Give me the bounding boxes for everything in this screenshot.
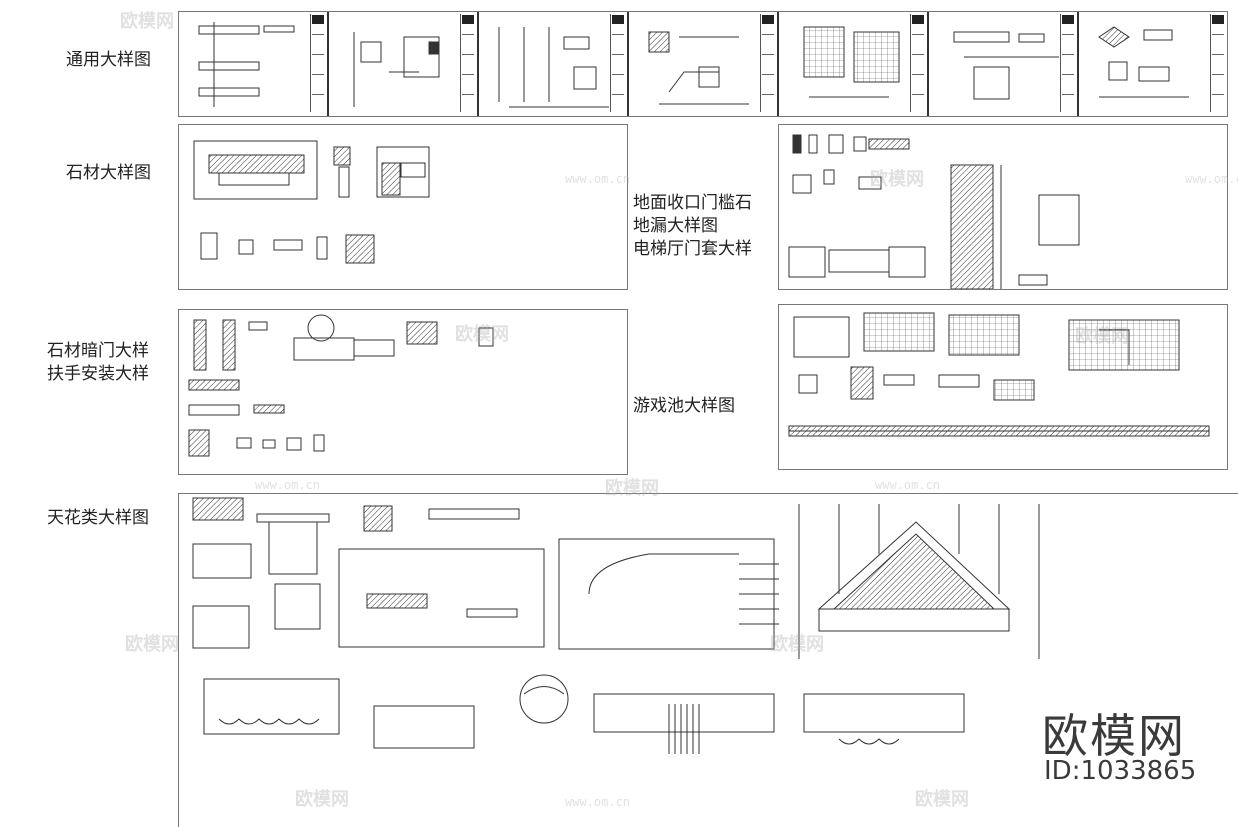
title-block [910,14,925,112]
drawing-sheet-4[interactable] [629,12,779,116]
general-sheets-strip[interactable] [178,11,1228,117]
titleblock-logo-icon [612,15,624,24]
label-threshold-line-1: 地面收口门槛石 [633,193,752,213]
watermark-brand: 欧模网 [125,634,179,655]
drawing-sheet-7[interactable] [1079,12,1227,116]
hidden-door-details-panel[interactable] [178,309,628,475]
label-threshold-details: 地面收口门槛石 地漏大样图 电梯厅门套大样 [633,192,752,261]
ceiling-details-panel[interactable] [178,493,1238,827]
title-block [460,14,475,112]
titleblock-logo-icon [312,15,324,24]
hidden-door-details-linework [188,314,494,457]
label-hidden-door-line-2: 扶手安装大样 [47,364,149,384]
title-block [1210,14,1225,112]
threshold-details-panel[interactable] [778,124,1228,290]
drawing-sheet-2[interactable] [329,12,479,116]
stone-details-panel[interactable] [178,124,628,290]
label-ceiling-details: 天花类大样图 [47,508,149,528]
drawing-sheet-6[interactable] [929,12,1079,116]
titleblock-logo-icon [1212,15,1224,24]
pool-details-panel[interactable] [778,304,1228,470]
label-stone-details: 石材大样图 [66,163,151,183]
title-block [1060,14,1075,112]
threshold-details-linework [788,134,1080,289]
label-threshold-line-2: 地漏大样图 [633,216,718,236]
watermark-brand: 欧模网 [120,11,174,32]
drawing-sheet-3[interactable] [479,12,629,116]
brand-id-text: ID:1033865 [1044,756,1197,786]
label-general-details: 通用大样图 [66,50,151,70]
titleblock-logo-icon [912,15,924,24]
titleblock-logo-icon [762,15,774,24]
title-block [610,14,625,112]
label-pool-details: 游戏池大样图 [633,396,735,416]
brand-logo-text: 欧模网 [1042,709,1186,763]
watermark-url: www.om.cn [875,478,941,492]
title-block [760,14,775,112]
label-hidden-door-line-1: 石材暗门大样 [47,341,149,361]
label-hidden-door-details: 石材暗门大样 扶手安装大样 [47,340,149,386]
titleblock-logo-icon [1062,15,1074,24]
drawing-sheet-5[interactable] [779,12,929,116]
general-sheets-linework [198,22,1189,108]
watermark-url: www.om.cn [255,478,321,492]
titleblock-logo-icon [462,15,474,24]
label-threshold-line-3: 电梯厅门套大样 [633,239,752,259]
drawing-sheet-1[interactable] [179,12,329,116]
ceiling-details-linework [192,497,1040,754]
title-block [310,14,325,112]
stone-details-linework [193,140,430,264]
pool-details-linework [788,312,1210,437]
